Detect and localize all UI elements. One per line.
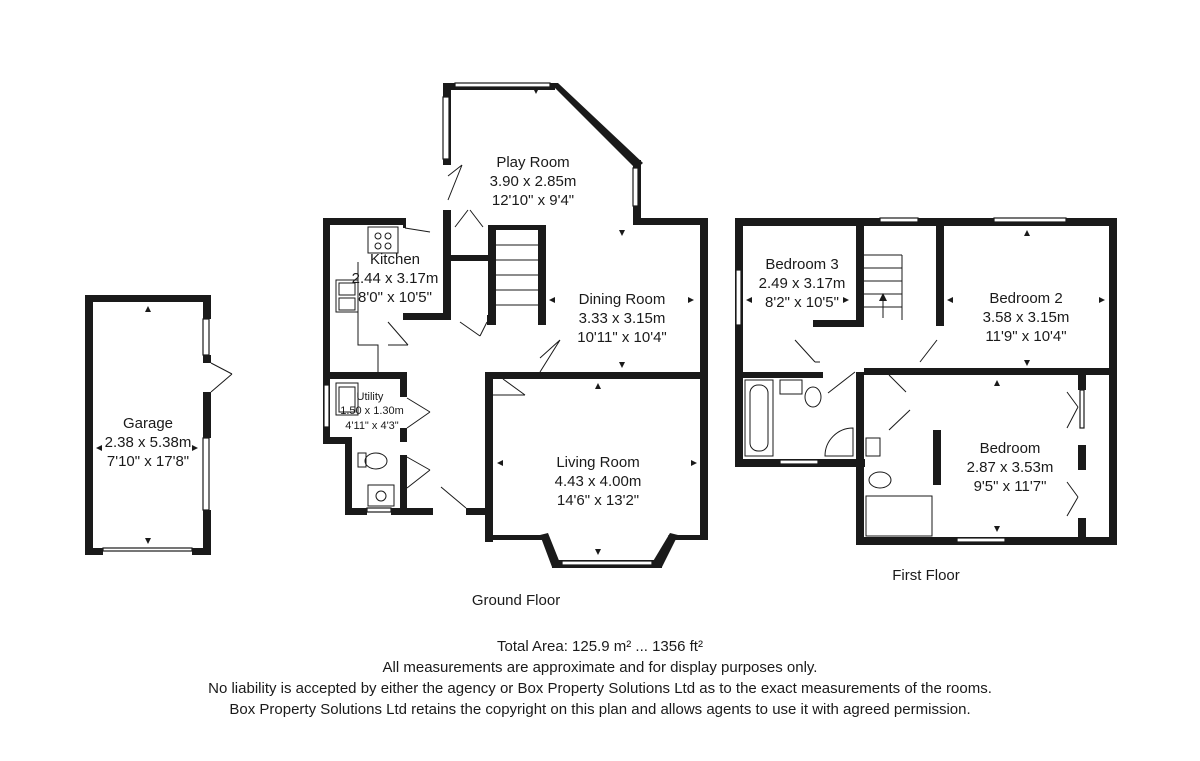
room-label-dining-room: Dining Room 3.33 x 3.15m 10'11" x 10'4" (577, 291, 667, 346)
room-name: Play Room (496, 154, 569, 171)
disclaimer-line-3: Box Property Solutions Ltd retains the c… (229, 701, 971, 718)
room-name: Garage (123, 415, 173, 432)
room-imperial: 9'5" x 11'7" (974, 478, 1047, 495)
room-metric: 2.38 x 5.38m (105, 434, 192, 451)
room-metric: 2.49 x 3.17m (759, 275, 846, 292)
room-label-kitchen: Kitchen 2.44 x 3.17m 8'0" x 10'5" (352, 251, 439, 306)
room-label-living-room: Living Room 4.43 x 4.00m 14'6" x 13'2" (555, 454, 642, 509)
stairs-ground (496, 244, 538, 306)
room-imperial: 10'11" x 10'4" (577, 329, 667, 346)
ground-floor-structure (323, 82, 708, 568)
stairs-first (864, 254, 903, 320)
room-name: Dining Room (579, 291, 666, 308)
room-metric: 3.58 x 3.15m (983, 309, 1070, 326)
room-label-bedroom-2: Bedroom 2 3.58 x 3.15m 11'9" x 10'4" (983, 290, 1070, 345)
room-label-bedroom: Bedroom 2.87 x 3.53m 9'5" x 11'7" (967, 440, 1054, 495)
room-label-bedroom-3: Bedroom 3 2.49 x 3.17m 8'2" x 10'5" (759, 256, 846, 311)
ground-floor-label: Ground Floor (472, 592, 560, 609)
room-name: Kitchen (370, 251, 420, 268)
room-imperial: 12'10" x 9'4" (492, 192, 574, 209)
first-floor-label: First Floor (892, 567, 960, 584)
room-metric: 2.87 x 3.53m (967, 459, 1054, 476)
room-imperial: 11'9" x 10'4" (985, 328, 1066, 345)
disclaimer-line-1: All measurements are approximate and for… (382, 659, 818, 676)
room-imperial: 8'2" x 10'5" (765, 294, 839, 311)
room-name: Bedroom (980, 440, 1041, 457)
room-metric: 4.43 x 4.00m (555, 473, 642, 490)
plan-footer: Total Area: 125.9 m² ... 1356 ft² All me… (0, 636, 1200, 720)
room-metric: 3.90 x 2.85m (490, 173, 577, 190)
room-metric: 2.44 x 3.17m (352, 270, 439, 287)
room-imperial: 7'10" x 17'8" (107, 453, 189, 470)
room-label-play-room: Play Room 3.90 x 2.85m 12'10" x 9'4" (490, 154, 577, 209)
room-name: Living Room (556, 454, 639, 471)
room-imperial: 8'0" x 10'5" (358, 289, 432, 306)
garage-side-door (210, 362, 233, 393)
room-metric: 3.33 x 3.15m (579, 310, 666, 327)
disclaimer-line-2: No liability is accepted by either the a… (208, 680, 992, 697)
room-metric: 1.50 x 1.30m (340, 405, 404, 417)
room-imperial: 14'6" x 13'2" (557, 492, 639, 509)
room-name: Bedroom 2 (989, 290, 1062, 307)
room-imperial: 4'11" x 4'3" (345, 420, 398, 432)
room-name: Bedroom 3 (765, 256, 838, 273)
room-label-garage: Garage 2.38 x 5.38m 7'10" x 17'8" (105, 415, 192, 470)
room-name: Utility (357, 391, 384, 403)
room-label-utility: Utility 1.50 x 1.30m 4'11" x 4'3" (340, 391, 404, 432)
garage-structure (85, 295, 233, 555)
first-floor-structure (735, 217, 1117, 545)
total-area: Total Area: 125.9 m² ... 1356 ft² (497, 638, 703, 655)
